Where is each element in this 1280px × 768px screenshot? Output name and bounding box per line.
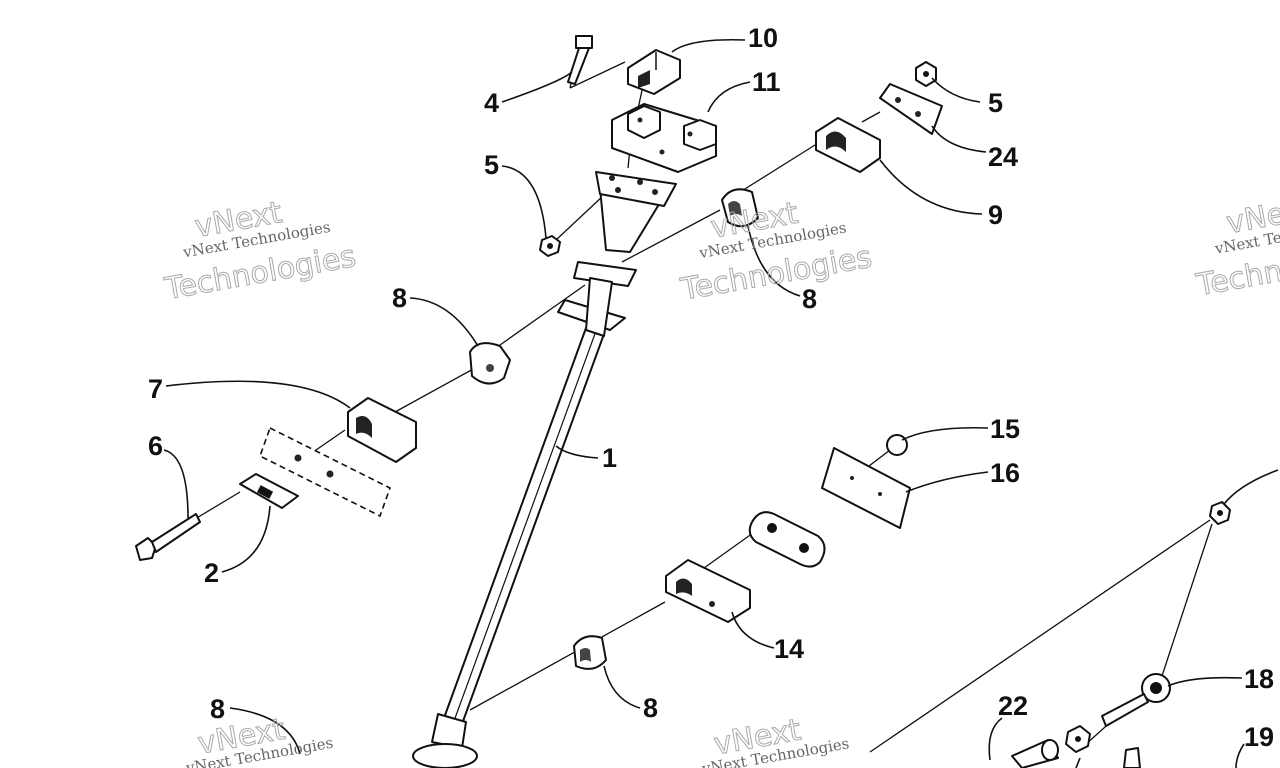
callout-14: 14 [774, 634, 804, 664]
bushing-part-8-upper-right [721, 188, 759, 228]
callout-11: 11 [752, 67, 781, 97]
callout-22: 22 [998, 691, 1028, 721]
leader-lines [163, 38, 1279, 768]
dashed-bracket-plate [259, 426, 391, 518]
callout-8-middle-left: 8 [392, 283, 407, 313]
link-plate [748, 511, 826, 568]
callout-6: 6 [148, 431, 163, 461]
lower-bolt [1123, 747, 1141, 768]
callout-9: 9 [988, 200, 1003, 230]
callout-5-left: 5 [484, 150, 499, 180]
callout-16: 16 [990, 458, 1020, 488]
steering-post-shaft [412, 171, 677, 768]
rod-end-part-18 [1101, 673, 1171, 727]
bolt-part-4 [567, 35, 593, 85]
callout-1: 1 [602, 443, 617, 473]
bushing-part-8-lower [573, 635, 607, 670]
callout-4: 4 [484, 88, 499, 118]
block-part-14 [665, 559, 751, 623]
nut-part-5-left [539, 235, 561, 257]
watermark-bottom-center: vNext vNext Technologies [700, 712, 851, 768]
clamp-part-10 [627, 49, 681, 95]
clamp-part-9 [815, 117, 881, 173]
callout-8-upper-right: 8 [802, 284, 817, 314]
callout-19: 19 [1244, 722, 1274, 752]
callout-8-lower: 8 [643, 693, 658, 723]
nut-part-15 [886, 434, 908, 456]
callout-24: 24 [988, 142, 1018, 172]
pin-part-22 [1011, 739, 1059, 768]
callout-7: 7 [148, 374, 163, 404]
watermark-left: vNext vNext Technologies Technologies [161, 195, 359, 308]
watermark-bottom-left: vNext vNext Technologies [184, 711, 335, 768]
clamp-part-7 [347, 397, 417, 463]
lower-nut [1065, 725, 1091, 753]
callout-numbers: 10 11 4 5 5 24 9 8 8 7 6 2 1 15 16 14 8 … [148, 23, 1274, 752]
plate-part-2 [239, 473, 299, 509]
plate-part-24 [879, 83, 943, 135]
plate-part-16 [821, 447, 911, 529]
bolt-part-6 [135, 513, 201, 561]
callout-5-right: 5 [988, 88, 1003, 118]
callout-2: 2 [204, 558, 219, 588]
nut-top-right [1209, 501, 1231, 525]
callout-8-bottom-left: 8 [210, 694, 225, 724]
callout-18: 18 [1244, 664, 1274, 694]
callout-10: 10 [748, 23, 778, 53]
bushing-part-8-middle-left [469, 342, 511, 385]
nut-part-5-right [915, 61, 937, 87]
watermark-center: vNext vNext Technologies Technologies [677, 195, 875, 308]
watermark-right: vNext vNext Technologies Technologies [1193, 191, 1280, 304]
callout-15: 15 [990, 414, 1020, 444]
block-part-11 [611, 103, 717, 173]
